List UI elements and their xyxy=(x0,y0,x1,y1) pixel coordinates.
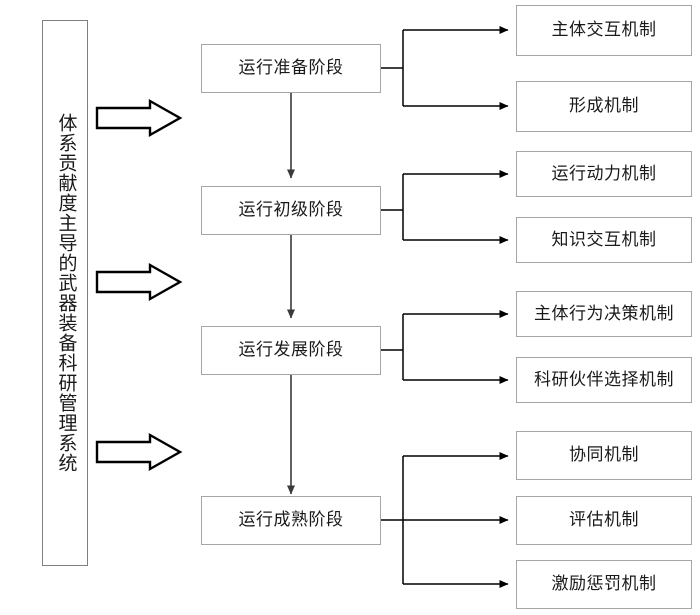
block-arrow-1-shape xyxy=(95,98,183,138)
stage-box-3-label: 运行发展阶段 xyxy=(238,340,344,360)
mechanism-box-4-2-label: 评估机制 xyxy=(569,510,639,530)
stage-box-4-label: 运行成熟阶段 xyxy=(238,510,344,530)
mechanism-box-3-1-label: 主体行为决策机制 xyxy=(534,303,674,323)
stage-box-3[interactable]: 运行发展阶段 xyxy=(201,326,381,375)
stage-box-2-label: 运行初级阶段 xyxy=(238,200,344,220)
mechanism-box-3-2-label: 科研伙伴选择机制 xyxy=(534,369,674,389)
branch-stage-2 xyxy=(381,170,509,244)
stage-box-4[interactable]: 运行成熟阶段 xyxy=(201,496,381,545)
mechanism-box-2-2[interactable]: 知识交互机制 xyxy=(516,217,692,263)
branch-stage-1 xyxy=(381,26,509,110)
mechanism-box-4-1[interactable]: 协同机制 xyxy=(516,431,692,480)
mechanism-box-3-2[interactable]: 科研伙伴选择机制 xyxy=(516,357,692,403)
stage-box-2[interactable]: 运行初级阶段 xyxy=(201,186,381,235)
mechanism-box-1-1-label: 主体交互机制 xyxy=(551,20,657,40)
mechanism-box-1-1[interactable]: 主体交互机制 xyxy=(516,5,692,56)
mechanism-box-4-1-label: 协同机制 xyxy=(569,445,639,465)
mechanism-box-2-1-label: 运行动力机制 xyxy=(551,163,657,183)
branch-stage-4 xyxy=(381,452,509,588)
mechanism-box-1-2-label: 形成机制 xyxy=(569,96,639,116)
system-container-box[interactable]: 体系贡献度主导的武器装备科研管理系统 xyxy=(42,20,88,566)
mechanism-box-3-1[interactable]: 主体行为决策机制 xyxy=(516,291,692,337)
block-arrow-group xyxy=(95,98,183,472)
block-arrow-3-shape xyxy=(95,432,183,472)
mechanism-box-1-2[interactable]: 形成机制 xyxy=(516,81,692,132)
block-arrow-2-shape xyxy=(95,262,183,302)
stage-box-1-label: 运行准备阶段 xyxy=(238,58,344,78)
mechanism-box-2-1[interactable]: 运行动力机制 xyxy=(516,151,692,197)
mechanism-box-4-3[interactable]: 激励惩罚机制 xyxy=(516,560,692,609)
mechanism-box-2-2-label: 知识交互机制 xyxy=(551,229,657,249)
mechanism-box-4-2[interactable]: 评估机制 xyxy=(516,496,692,545)
stage-box-1[interactable]: 运行准备阶段 xyxy=(201,44,381,93)
system-container-label: 体系贡献度主导的武器装备科研管理系统 xyxy=(55,113,77,473)
mechanism-box-4-3-label: 激励惩罚机制 xyxy=(551,574,657,594)
branch-stage-3 xyxy=(381,310,509,384)
